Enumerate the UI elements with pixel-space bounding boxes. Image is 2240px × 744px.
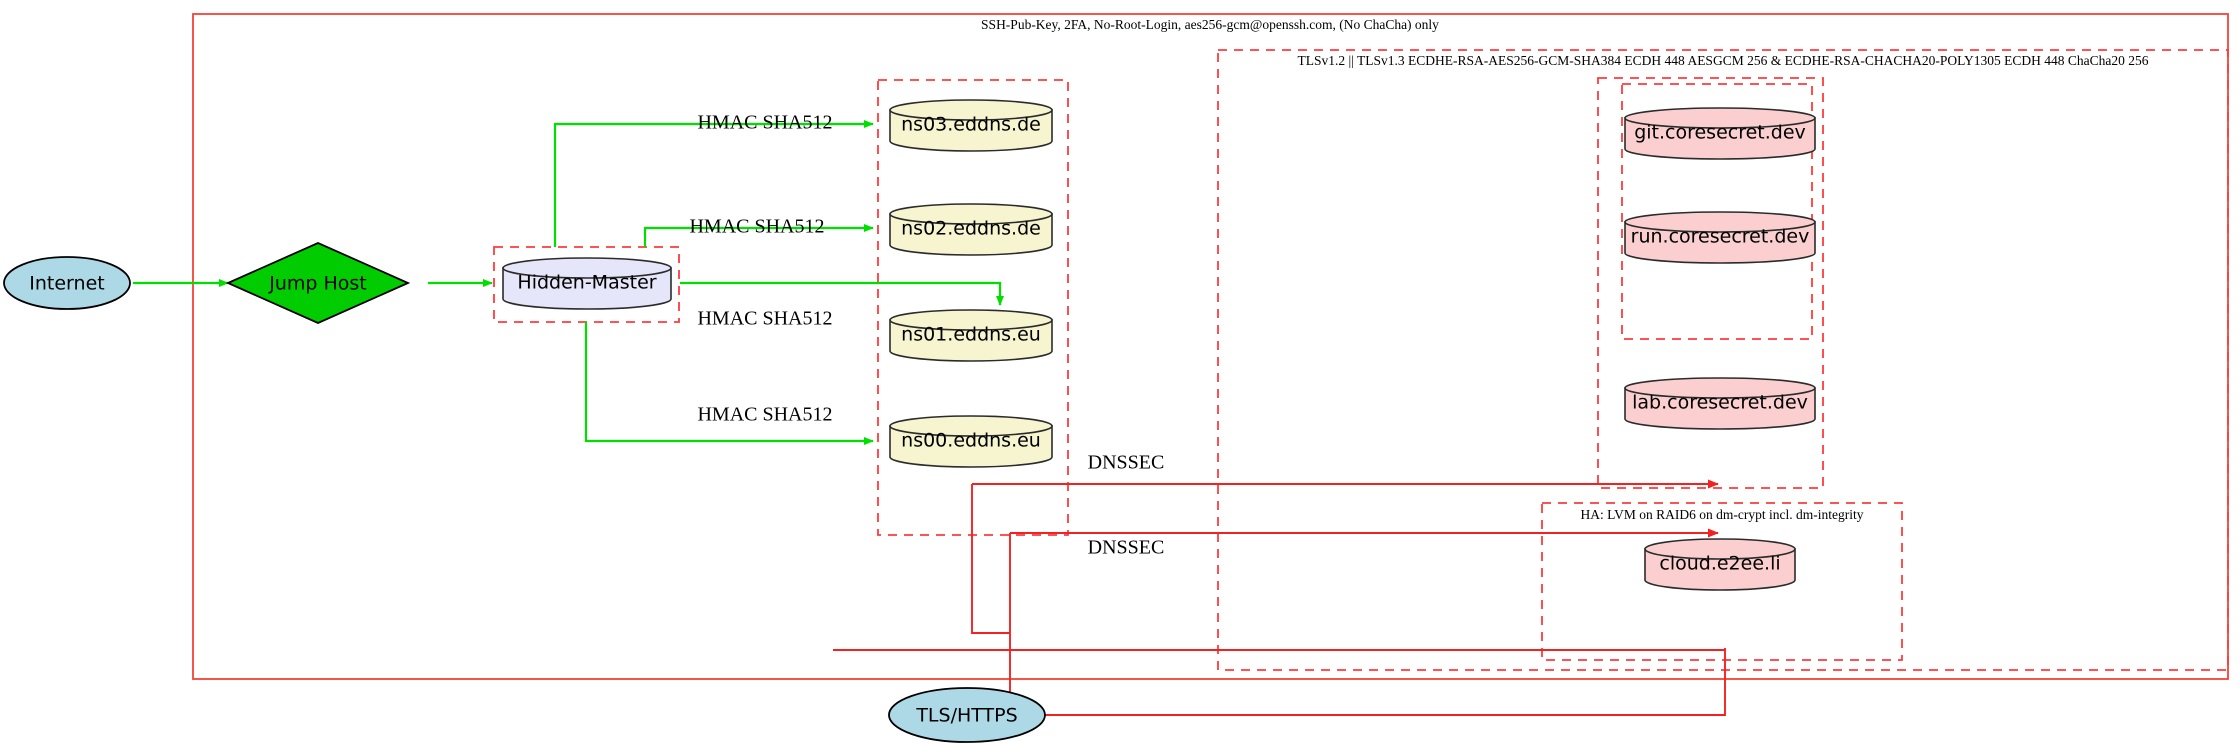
edge-tlshttps-to-right	[1018, 650, 1726, 716]
node-ns02[interactable]: ns02.eddns.de	[889, 203, 1053, 256]
cluster-tls-label: TLSv1.2 || TLSv1.3 ECDHE-RSA-AES256-GCM-…	[1298, 53, 2149, 68]
edge-hiddenmaster-to-ns01	[680, 281, 1004, 306]
edge-hiddenmaster-to-ns03	[553, 120, 874, 247]
edge-hiddenmaster-to-ns00	[584, 322, 874, 445]
node-lab-coresecret[interactable]: lab.coresecret.dev	[1624, 377, 1816, 430]
edge-label-hmac-ns01: HMAC SHA512	[697, 308, 832, 330]
node-ns03-label: ns03.eddns.de	[901, 114, 1041, 136]
cluster-ha-label: HA: LVM on RAID6 on dm-crypt incl. dm-in…	[1581, 507, 1864, 522]
node-ns02-label: ns02.eddns.de	[901, 218, 1041, 240]
node-ns00[interactable]: ns00.eddns.eu	[889, 415, 1053, 468]
edge-label-dnssec-upper: DNSSEC	[1088, 452, 1165, 474]
cluster-tls	[1217, 49, 2229, 671]
node-cloud-e2ee-label: cloud.e2ee.li	[1659, 553, 1780, 575]
cluster-ssh-outer	[192, 13, 2229, 680]
edge-label-hmac-ns00: HMAC SHA512	[697, 404, 832, 426]
node-hidden-master-label: Hidden-Master	[517, 272, 656, 294]
node-git-coresecret[interactable]: git.coresecret.dev	[1624, 107, 1816, 160]
node-jump-host[interactable]: Jump Host	[225, 242, 411, 324]
node-tls-https-label: TLS/HTTPS	[915, 705, 1017, 727]
edge-label-hmac-ns03: HMAC SHA512	[697, 112, 832, 134]
node-internet-label: Internet	[29, 273, 104, 295]
cluster-ha	[1541, 502, 1903, 661]
node-jump-host-label: Jump Host	[268, 273, 367, 295]
edge-label-hmac-ns02: HMAC SHA512	[689, 216, 824, 238]
node-hidden-master[interactable]: Hidden-Master	[502, 257, 672, 310]
node-ns00-label: ns00.eddns.eu	[901, 430, 1041, 452]
node-ns01-label: ns01.eddns.eu	[901, 324, 1041, 346]
node-run-coresecret-label: run.coresecret.dev	[1631, 226, 1810, 248]
edge-dnssec-upper	[971, 484, 1010, 634]
node-run-coresecret[interactable]: run.coresecret.dev	[1624, 211, 1816, 264]
edge-label-dnssec-lower: DNSSEC	[1088, 537, 1165, 559]
edge-hiddenmaster-to-ns02	[643, 224, 874, 247]
cluster-dns	[877, 79, 1069, 536]
node-internet[interactable]: Internet	[3, 256, 131, 310]
node-ns03[interactable]: ns03.eddns.de	[889, 99, 1053, 152]
node-git-coresecret-label: git.coresecret.dev	[1634, 122, 1806, 144]
cluster-ssh-outer-label: SSH-Pub-Key, 2FA, No-Root-Login, aes256-…	[981, 17, 1439, 32]
node-ns01[interactable]: ns01.eddns.eu	[889, 309, 1053, 362]
node-lab-coresecret-label: lab.coresecret.dev	[1632, 392, 1808, 414]
node-cloud-e2ee[interactable]: cloud.e2ee.li	[1644, 538, 1796, 591]
cluster-coresecret	[1597, 77, 1824, 489]
node-tls-https[interactable]: TLS/HTTPS	[888, 687, 1046, 743]
